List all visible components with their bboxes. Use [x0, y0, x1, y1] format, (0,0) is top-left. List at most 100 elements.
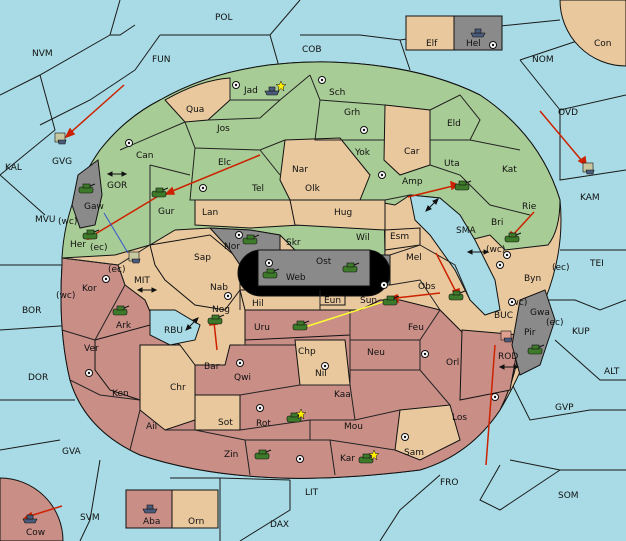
label-dor: DOR [28, 373, 48, 383]
label-mit: MIT [134, 276, 150, 286]
label-mou: Mou [344, 422, 363, 432]
label-ail: Ail [146, 422, 157, 432]
label-gva: GVA [62, 447, 82, 457]
region-cow[interactable] [0, 477, 64, 541]
label-nab: Nab [210, 283, 228, 293]
label-her: Her [70, 240, 86, 250]
sea-rbu[interactable] [149, 309, 201, 346]
tank-icon[interactable] [112, 305, 130, 316]
supply-center-icon [508, 298, 516, 306]
province-borders [61, 74, 531, 476]
label-wc-bri: (wc) [486, 245, 505, 255]
region-elf[interactable] [405, 15, 455, 51]
label-sot: Sot [218, 418, 233, 428]
tank-icon[interactable] [342, 262, 360, 273]
ship-icon[interactable] [142, 504, 158, 514]
label-wc-her: (wc) [58, 217, 77, 227]
supply-center-icon [232, 81, 240, 89]
label-sam: Sam [404, 448, 424, 458]
tank-icon[interactable] [286, 412, 304, 423]
supply-center-icon [265, 259, 273, 267]
ship-icon[interactable] [582, 162, 595, 175]
continent [60, 61, 562, 479]
label-kup: KUP [572, 327, 590, 337]
label-elc: Elc [218, 158, 231, 168]
label-nvm: NVM [32, 49, 53, 59]
region-orn[interactable] [171, 489, 219, 529]
label-uru: Uru [254, 323, 270, 333]
label-gur: Gur [158, 207, 175, 217]
region-con[interactable] [559, 0, 626, 67]
tank-icon[interactable] [454, 180, 472, 191]
label-aba: Aba [143, 517, 160, 527]
supply-center-icon [401, 433, 409, 441]
label-con: Con [594, 39, 612, 49]
supply-center-icon [235, 231, 243, 239]
supply-center-icon [491, 393, 499, 401]
label-sun: Sun [360, 296, 377, 306]
tank-icon[interactable] [292, 320, 310, 331]
ship-icon[interactable] [128, 251, 141, 264]
label-yok: Yok [354, 148, 371, 158]
ship-icon[interactable] [22, 514, 38, 524]
label-som: SOM [558, 491, 579, 501]
label-hug: Hug [334, 208, 352, 218]
supply-center-icon [125, 139, 133, 147]
label-ver: Ver [84, 344, 99, 354]
label-jos: Jos [216, 124, 230, 134]
ship-icon[interactable] [500, 330, 513, 343]
burst-star-icon [275, 80, 287, 92]
label-gwa: Gwa [530, 308, 550, 318]
label-lan: Lan [202, 208, 218, 218]
supply-center-icon [321, 362, 329, 370]
label-web: Web [286, 273, 306, 283]
label-feu: Feu [408, 323, 424, 333]
ship-icon[interactable] [470, 28, 486, 38]
label-nor: Nor [224, 242, 240, 252]
tank-icon[interactable] [78, 183, 96, 194]
label-esm: Esm [390, 232, 409, 242]
convoy-line [304, 299, 390, 328]
tank-icon[interactable] [527, 344, 545, 355]
supply-center-icon [421, 350, 429, 358]
label-lit: LIT [305, 488, 319, 498]
label-buc: BUC [494, 311, 513, 321]
tank-icon[interactable] [254, 449, 272, 460]
tank-icon[interactable] [82, 229, 100, 240]
units [22, 28, 595, 524]
label-ark: Ark [116, 321, 132, 331]
tank-icon[interactable] [448, 290, 466, 301]
tank-icon[interactable] [207, 314, 225, 325]
tank-icon[interactable] [504, 232, 522, 243]
label-alt: ALT [604, 367, 620, 377]
support-line [103, 212, 129, 254]
label-cow: Cow [26, 528, 45, 538]
label-rot: Rot [256, 419, 271, 429]
sea-sma[interactable] [409, 194, 501, 316]
tank-icon[interactable] [262, 268, 280, 279]
ship-icon[interactable] [54, 132, 67, 145]
ship-icon[interactable] [264, 86, 280, 96]
label-fun: FUN [152, 55, 171, 65]
label-kar: Kar [340, 454, 355, 464]
tank-icon[interactable] [242, 234, 260, 245]
supply-center-icon [380, 281, 388, 289]
label-pir: Pir [524, 328, 536, 338]
label-tei: TEI [589, 259, 604, 269]
label-zin: Zin [224, 450, 238, 460]
label-sap: Sap [194, 253, 211, 263]
label-kam: KAM [580, 193, 600, 203]
label-svm: SVM [80, 513, 100, 523]
label-eld: Eld [447, 119, 461, 129]
supply-center-icon [378, 171, 386, 179]
label-rbu: RBU [164, 326, 183, 336]
tank-icon[interactable] [151, 187, 169, 198]
tank-icon[interactable] [382, 295, 400, 306]
sea-labels: POL COB NVM FUN NOM Con OVD KAL GVG KAM … [5, 13, 620, 538]
label-qwi: Qwi [234, 373, 251, 383]
label-los: Los [452, 413, 467, 423]
label-uta: Uta [444, 159, 460, 169]
supply-center-icon [489, 41, 497, 49]
